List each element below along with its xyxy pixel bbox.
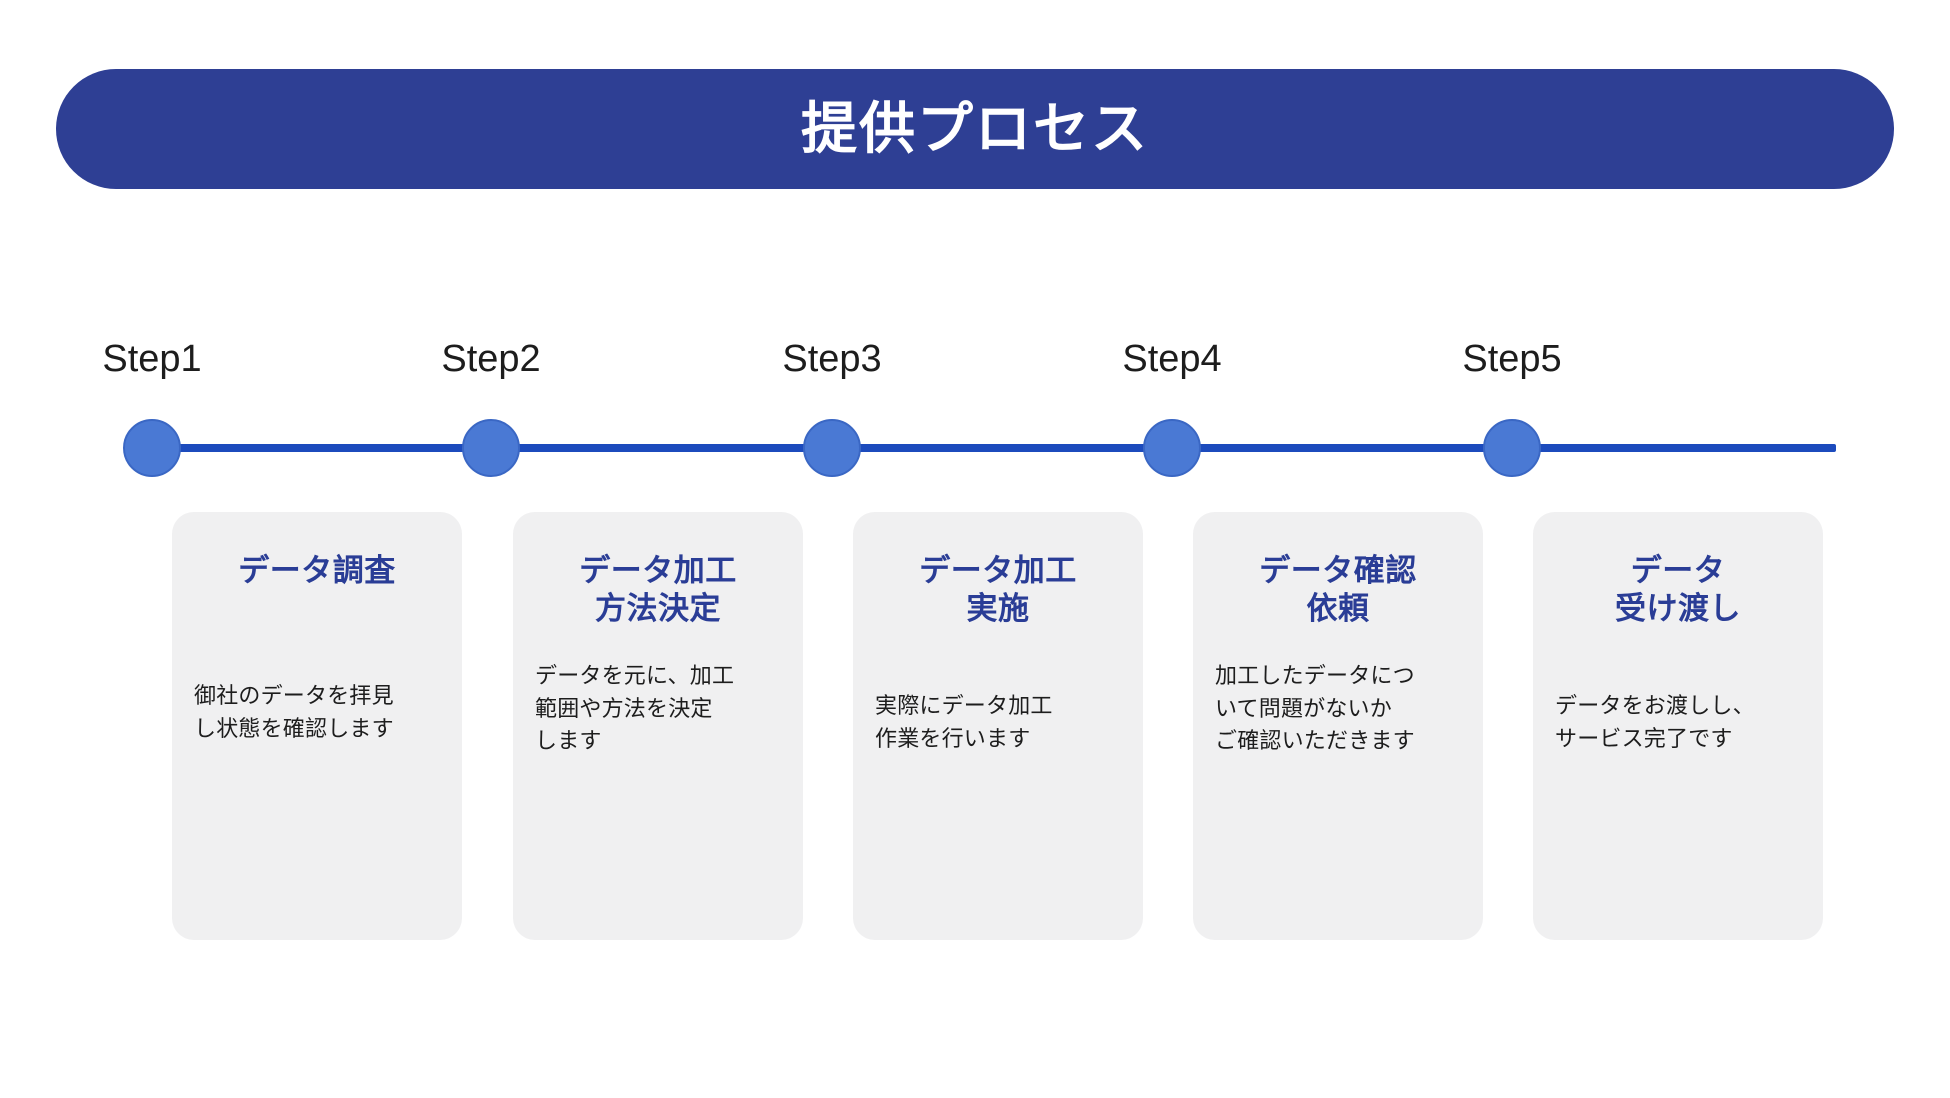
- body-line: ご確認いただきます: [1215, 728, 1415, 754]
- body-line: サービス完了です: [1555, 725, 1733, 751]
- step-card-1[interactable]: データ調査 御社のデータを拝見 し状態を確認します: [172, 512, 462, 940]
- step-card-heading-4: データ確認 依頼: [1207, 552, 1469, 628]
- step-dot-1[interactable]: [123, 419, 181, 477]
- heading-line: データ加工: [579, 553, 737, 588]
- step-dot-3[interactable]: [803, 419, 861, 477]
- heading-line: データ: [1630, 553, 1726, 588]
- step-card-4[interactable]: データ確認 依頼 加工したデータにつ いて問題がないか ご確認いただきます: [1193, 512, 1483, 940]
- heading-line: データ加工: [919, 553, 1077, 588]
- body-line: し状態を確認します: [194, 715, 394, 741]
- step-card-body-4: 加工したデータにつ いて問題がないか ご確認いただきます: [1215, 660, 1465, 758]
- title-banner: 提供プロセス: [56, 69, 1894, 189]
- body-line: します: [535, 728, 602, 754]
- step-card-2[interactable]: データ加工 方法決定 データを元に、加工 範囲や方法を決定 します: [513, 512, 803, 940]
- heading-line: 依頼: [1306, 590, 1370, 626]
- step-card-heading-5: データ 受け渡し: [1547, 552, 1809, 628]
- step-card-body-5: データをお渡しし、 サービス完了です: [1555, 690, 1805, 755]
- step-dot-5[interactable]: [1483, 419, 1541, 477]
- body-line: 御社のデータを拝見: [194, 683, 394, 708]
- timeline-track: [128, 444, 1836, 452]
- step-marker-4: Step4: [1062, 340, 1282, 378]
- step-label-5: Step5: [1462, 338, 1562, 380]
- heading-line: 受け渡し: [1615, 590, 1741, 626]
- step-card-body-2: データを元に、加工 範囲や方法を決定 します: [535, 660, 785, 758]
- body-line: いて問題がないか: [1215, 695, 1392, 721]
- step-card-heading-1: データ調査: [186, 552, 448, 590]
- heading-line: 実施: [966, 590, 1030, 626]
- step-label-2: Step2: [441, 338, 541, 380]
- step-card-5[interactable]: データ 受け渡し データをお渡しし、 サービス完了です: [1533, 512, 1823, 940]
- body-line: 加工したデータにつ: [1215, 663, 1415, 688]
- step-marker-1: Step1: [42, 340, 262, 378]
- heading-line: データ調査: [238, 553, 396, 588]
- step-dot-4[interactable]: [1143, 419, 1201, 477]
- step-card-heading-2: データ加工 方法決定: [527, 552, 789, 628]
- body-line: 作業を行います: [875, 725, 1031, 751]
- step-label-1: Step1: [102, 338, 202, 380]
- heading-line: 方法決定: [595, 590, 721, 626]
- body-line: 実際にデータ加工: [875, 693, 1053, 718]
- step-card-body-3: 実際にデータ加工 作業を行います: [875, 690, 1125, 755]
- step-label-4: Step4: [1122, 338, 1222, 380]
- step-marker-3: Step3: [722, 340, 942, 378]
- body-line: データをお渡しし、: [1555, 693, 1755, 718]
- step-card-heading-3: データ加工 実施: [867, 552, 1129, 628]
- heading-line: データ確認: [1259, 553, 1417, 588]
- body-line: データを元に、加工: [535, 663, 735, 688]
- step-card-3[interactable]: データ加工 実施 実際にデータ加工 作業を行います: [853, 512, 1143, 940]
- step-label-3: Step3: [782, 338, 882, 380]
- body-line: 範囲や方法を決定: [535, 695, 713, 721]
- step-marker-2: Step2: [381, 340, 601, 378]
- step-marker-5: Step5: [1402, 340, 1622, 378]
- step-card-body-1: 御社のデータを拝見 し状態を確認します: [194, 680, 444, 745]
- step-dot-2[interactable]: [462, 419, 520, 477]
- page-title: 提供プロセス: [801, 97, 1149, 160]
